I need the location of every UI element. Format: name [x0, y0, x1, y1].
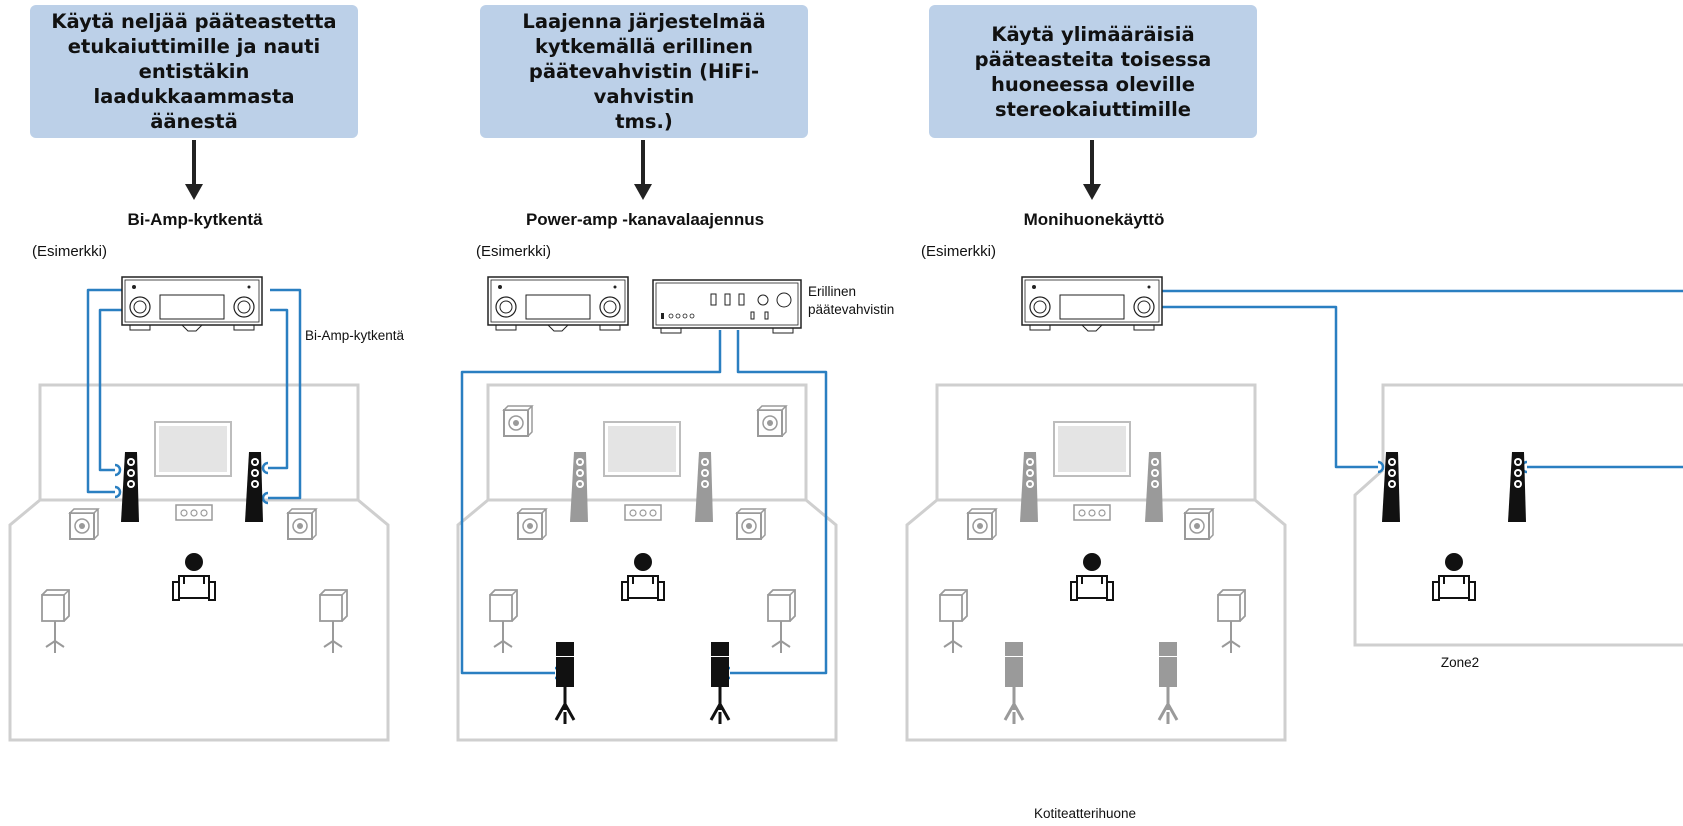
- bi-amp-center-speaker: [175, 504, 213, 521]
- power-amp-subwoofer-left: [516, 508, 548, 540]
- power-amp-front-left-speaker: [570, 452, 588, 522]
- bi-amp-front-right-speaker: [245, 452, 263, 522]
- power-amp-surround-back-right: [709, 642, 731, 724]
- bi-amp-subwoofer-right: [286, 508, 318, 540]
- bi-amp-connection-label: Bi-Amp-kytkentä: [305, 328, 405, 343]
- down-arrow: [634, 140, 652, 200]
- zone2-listener: [1432, 553, 1476, 601]
- multi-room-av-receiver: [1021, 276, 1163, 332]
- zone2-terminal-left: [1377, 460, 1385, 474]
- power-amp-description-box: Laajenna järjestelmää kytkemällä erillin…: [480, 5, 808, 138]
- bi-amp-av-receiver: [121, 276, 263, 332]
- multi-room-front-left-speaker: [1020, 452, 1038, 522]
- home-theater-room: [905, 383, 1287, 742]
- multi-room-surround-back-right: [1157, 642, 1179, 724]
- zone2-left-speaker: [1382, 452, 1400, 522]
- power-amp-example-label: (Esimerkki): [476, 243, 551, 260]
- power-amp-presence-left: [502, 405, 534, 437]
- home-theater-room-label: Kotiteatterihuone: [1033, 806, 1137, 821]
- down-arrow: [1083, 140, 1101, 200]
- bi-amp-room: [8, 383, 390, 742]
- power-amp-av-receiver: [487, 276, 629, 332]
- multi-room-subwoofer-right: [1183, 508, 1215, 540]
- bi-amp-example-label: (Esimerkki): [32, 243, 107, 260]
- power-amp-presence-right: [756, 405, 788, 437]
- bi-amp-description-box: Käytä neljää pääteastetta etukaiuttimill…: [30, 5, 358, 138]
- bi-amp-listener: [172, 553, 216, 601]
- multi-room-subwoofer-left: [966, 508, 998, 540]
- power-amp-cable-left: [460, 330, 722, 675]
- bi-amp-title: Bi-Amp-kytkentä: [127, 210, 263, 229]
- multi-room-tv: [1053, 421, 1131, 477]
- bi-amp-cable-inner: [98, 308, 289, 472]
- zone2-room-outline: [1353, 468, 1683, 647]
- external-power-amp: [652, 279, 802, 334]
- multi-room-front-right-speaker: [1145, 452, 1163, 522]
- power-amp-subwoofer-right: [735, 508, 767, 540]
- down-arrow: [185, 140, 203, 200]
- bi-amp-subwoofer-left: [68, 508, 100, 540]
- bi-amp-cable-outer: [86, 288, 302, 500]
- zone2-room-label: Zone2: [1440, 655, 1480, 670]
- bi-amp-surround-left: [41, 589, 70, 653]
- bi-amp-terminal-right: [261, 461, 269, 505]
- power-amp-room: [456, 383, 838, 742]
- multi-room-listener: [1070, 553, 1114, 601]
- multi-room-description-box: Käytä ylimääräisiä pääteasteita toisessa…: [929, 5, 1257, 138]
- bi-amp-terminal-left: [114, 463, 122, 499]
- bi-amp-front-left-speaker: [121, 452, 139, 522]
- bi-amp-tv: [154, 421, 232, 477]
- zone2-right-speaker: [1508, 452, 1526, 522]
- power-amp-front-right-speaker: [695, 452, 713, 522]
- power-amp-tv: [603, 421, 681, 477]
- power-amp-cable-right: [730, 330, 828, 675]
- power-amp-surround-left: [489, 589, 518, 653]
- zone2-room-back: [1381, 383, 1683, 470]
- multi-room-title: Monihuonekäyttö: [1023, 210, 1165, 229]
- multi-room-example-label: (Esimerkki): [921, 243, 996, 260]
- external-amp-label: Erillinen päätevahvistin: [808, 284, 895, 317]
- power-amp-listener: [621, 553, 665, 601]
- power-amp-surround-back-left: [554, 642, 576, 724]
- power-amp-surround-right: [767, 589, 796, 653]
- bi-amp-surround-right: [319, 589, 348, 653]
- multi-room-surround-right: [1217, 589, 1246, 653]
- power-amp-title: Power-amp -kanavalaajennus: [525, 210, 765, 229]
- multi-room-center-speaker: [1073, 504, 1111, 521]
- multi-room-cable-left: [1162, 305, 1378, 469]
- multi-room-surround-left: [939, 589, 968, 653]
- power-amp-center-speaker: [624, 504, 662, 521]
- multi-room-surround-back-left: [1003, 642, 1025, 724]
